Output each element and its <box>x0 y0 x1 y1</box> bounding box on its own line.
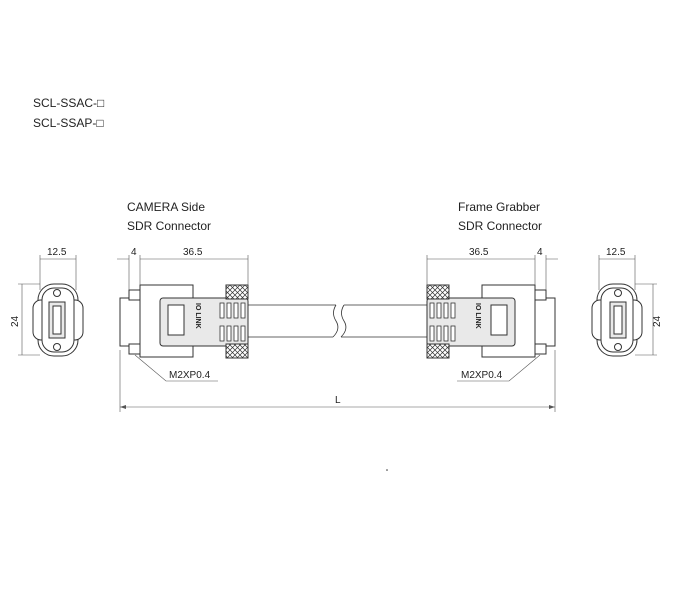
dim-cable-length: L <box>335 395 341 406</box>
camera-end-view <box>32 283 84 357</box>
camera-connector <box>119 284 249 359</box>
model-name: SCL-SSAP-□ <box>33 116 104 130</box>
model-name: SCL-SSAC-□ <box>33 96 104 110</box>
brand-logo: IO LINK <box>194 303 201 329</box>
dim-overall-length: L <box>119 350 556 412</box>
dimensions-left: 12.5 24 4 36.5 M2XP0.4 <box>10 247 249 382</box>
camera-side-title: CAMERA Side <box>127 200 205 214</box>
brand-logo: IO LINK <box>474 303 481 329</box>
dim-end-width: 12.5 <box>47 247 67 258</box>
dim-end-height: 24 <box>652 315 663 327</box>
dim-end-width: 12.5 <box>606 247 626 258</box>
frame-grabber-subtitle: SDR Connector <box>458 219 542 233</box>
dim-connector-length: 36.5 <box>183 247 203 258</box>
dim-flange: 4 <box>537 247 543 258</box>
dim-flange: 4 <box>131 247 137 258</box>
dimensions-right: 12.5 24 4 36.5 M2XP0.4 <box>426 247 663 382</box>
dim-end-height: 24 <box>10 315 21 327</box>
frame-grabber-title: Frame Grabber <box>458 200 540 214</box>
thread-callout: M2XP0.4 <box>461 370 503 381</box>
dim-connector-length: 36.5 <box>469 247 489 258</box>
camera-side-subtitle: SDR Connector <box>127 219 211 233</box>
frame-grabber-connector <box>426 284 556 359</box>
frame-grabber-end-view <box>591 283 643 357</box>
cable <box>248 304 427 338</box>
model-list: SCL-SSAC-□ SCL-SSAP-□ <box>33 96 104 130</box>
thread-callout: M2XP0.4 <box>169 370 211 381</box>
